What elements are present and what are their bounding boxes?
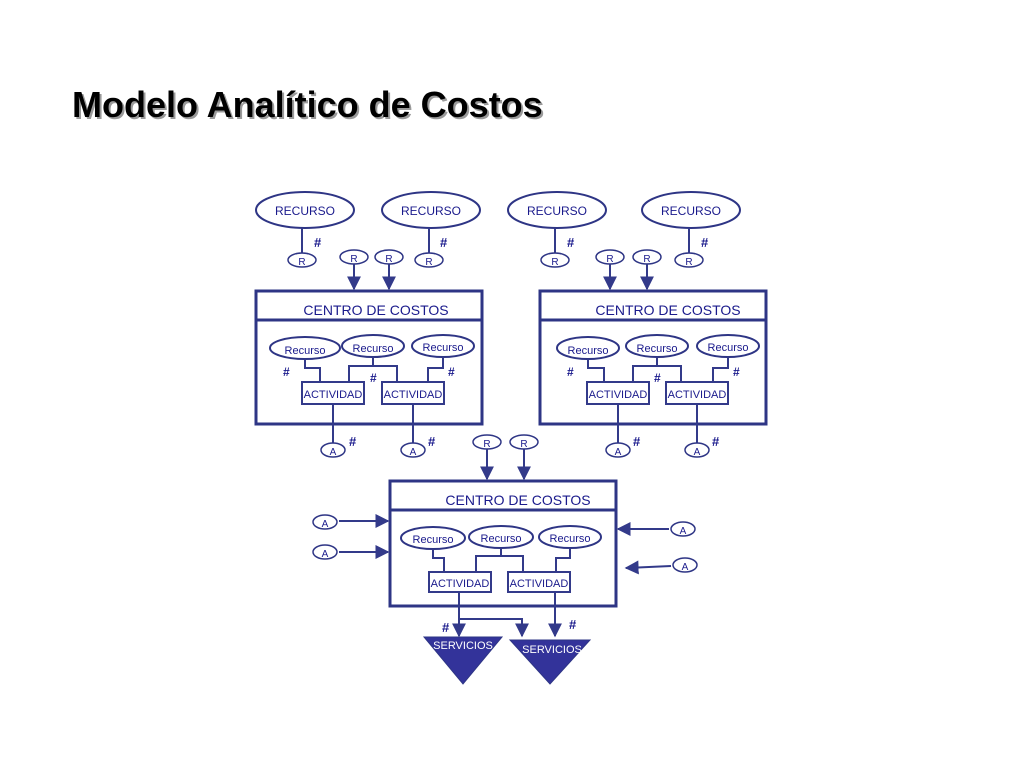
a-label: A — [322, 549, 329, 560]
a-label: A — [680, 526, 687, 537]
hash-marker: # — [733, 365, 740, 379]
recurso-label: Recurso — [353, 343, 394, 355]
hash-marker: # — [448, 365, 455, 379]
servicios-label: SERVICIOS — [522, 644, 582, 656]
hash-marker: # — [283, 365, 290, 379]
hash-marker: # — [654, 371, 661, 385]
cost-center-title: CENTRO DE COSTOS — [303, 302, 448, 318]
r-label: R — [643, 254, 650, 265]
cost-center-left: CENTRO DE COSTOS Recurso Recurso Recurso… — [254, 289, 484, 426]
hash-marker: # — [314, 235, 322, 250]
resource-node-4: RECURSO — [641, 191, 741, 229]
r-label: R — [385, 254, 392, 265]
servicios-output-1: SERVICIOS — [422, 636, 504, 685]
slide-title: Modelo Analítico de Costos — [72, 84, 543, 125]
recurso-label: Recurso — [568, 345, 609, 357]
hash-marker: # — [567, 365, 574, 379]
a-nodes-top: A A A A — [320, 442, 710, 458]
servicios-label: SERVICIOS — [433, 640, 493, 652]
resource-label: RECURSO — [275, 204, 335, 218]
r-label: R — [483, 439, 490, 450]
hash-marker: # — [633, 434, 641, 449]
recurso-label: Recurso — [423, 342, 464, 354]
r-label: R — [425, 257, 432, 268]
hash-marker: # — [428, 434, 436, 449]
hash-marker: # — [349, 434, 357, 449]
resource-label: RECURSO — [401, 204, 461, 218]
actividad-label: ACTIVIDAD — [668, 389, 727, 401]
a-label: A — [322, 519, 329, 530]
r-label: R — [350, 254, 357, 265]
resource-label: RECURSO — [661, 204, 721, 218]
a-label: A — [410, 447, 417, 458]
servicios-output-2: SERVICIOS — [508, 639, 592, 685]
actividad-label: ACTIVIDAD — [510, 578, 569, 590]
r-label: R — [685, 257, 692, 268]
r-label: R — [551, 257, 558, 268]
r-label: R — [606, 254, 613, 265]
cost-center-title: CENTRO DE COSTOS — [595, 302, 740, 318]
recurso-label: Recurso — [285, 345, 326, 357]
resource-node-2: RECURSO — [381, 191, 481, 229]
hash-marker: # — [567, 235, 575, 250]
cost-center-right: CENTRO DE COSTOS Recurso Recurso Recurso… — [538, 289, 768, 426]
recurso-label: Recurso — [637, 343, 678, 355]
top-resources: RECURSO RECURSO RECURSO RECURSO — [255, 191, 741, 229]
a-label: A — [615, 447, 622, 458]
a-label: A — [682, 562, 689, 573]
hash-marker: # — [569, 617, 577, 632]
resource-node-3: RECURSO — [507, 191, 607, 229]
a-label: A — [330, 447, 337, 458]
hash-marker: # — [440, 235, 448, 250]
actividad-label: ACTIVIDAD — [384, 389, 443, 401]
r-label: R — [298, 257, 305, 268]
cost-center-title: CENTRO DE COSTOS — [445, 492, 590, 508]
actividad-label: ACTIVIDAD — [589, 389, 648, 401]
cost-center-bottom: CENTRO DE COSTOS Recurso Recurso Recurso… — [388, 479, 618, 608]
hash-marker: # — [701, 235, 709, 250]
recurso-label: Recurso — [550, 533, 591, 545]
actividad-label: ACTIVIDAD — [431, 578, 490, 590]
hash-marker: # — [442, 620, 450, 635]
a-label: A — [694, 447, 701, 458]
recurso-label: Recurso — [708, 342, 749, 354]
recurso-label: Recurso — [413, 534, 454, 546]
hash-marker: # — [712, 434, 720, 449]
r-label: R — [520, 439, 527, 450]
resource-node-1: RECURSO — [255, 191, 355, 229]
hash-marker: # — [370, 371, 377, 385]
actividad-label: ACTIVIDAD — [304, 389, 363, 401]
resource-label: RECURSO — [527, 204, 587, 218]
r-nodes-top: R R R R R R R R — [287, 249, 704, 268]
recurso-label: Recurso — [481, 533, 522, 545]
